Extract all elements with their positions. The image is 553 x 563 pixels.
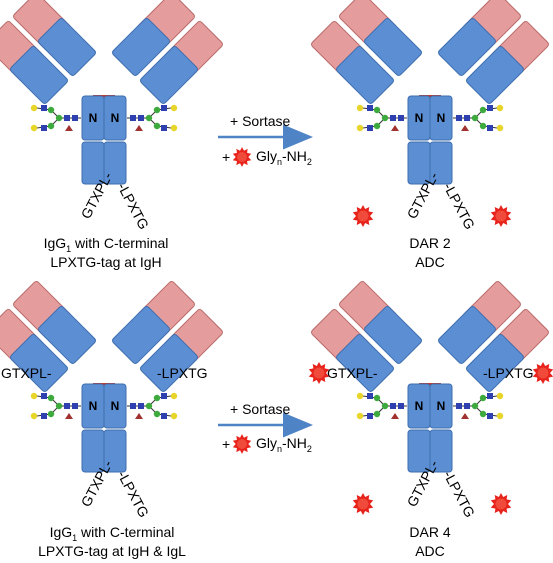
caption-top-right-line1: DAR 2 xyxy=(409,235,450,251)
glycan-chain-icon xyxy=(30,392,81,420)
n-glycosylation-label: N xyxy=(111,111,120,125)
glycan-chain-icon xyxy=(356,392,407,420)
heavy-chain-ch3-right xyxy=(103,141,127,185)
heavy-chain-ch3-right xyxy=(429,141,453,185)
n-glycosylation-label: N xyxy=(89,111,98,125)
heavy-chain-ch2-right xyxy=(429,95,453,141)
glycan-chain-icon xyxy=(453,104,504,132)
heavy-tag-right: -LPXTG xyxy=(114,468,152,520)
caption-top-right-line2: ADC xyxy=(415,254,445,270)
light-tag-right: -LPXTG xyxy=(483,365,534,381)
heavy-chain-ch1-right xyxy=(112,18,170,76)
heavy-chain-vh-left xyxy=(10,334,68,392)
heavy-chain-ch1-left xyxy=(38,306,96,364)
heavy-chain-vh-left xyxy=(336,46,394,104)
heavy-chain-vh-right xyxy=(140,46,198,104)
heavy-chain-ch2-right xyxy=(429,383,453,429)
heavy-chain-ch1-left xyxy=(364,306,422,364)
heavy-chain-ch2-right xyxy=(103,383,127,429)
reagent-label-bottom: Glyn-NH2 xyxy=(256,435,312,454)
plus-label-top: + xyxy=(222,149,230,165)
heavy-chain-vh-left xyxy=(336,334,394,392)
n-glycosylation-label: N xyxy=(437,399,446,413)
glycan-chain-icon xyxy=(30,104,81,132)
heavy-chain-ch3-right xyxy=(429,429,453,473)
heavy-chain-ch1-right xyxy=(438,306,496,364)
sortase-label-bottom: + Sortase xyxy=(230,401,291,417)
reaction-arrow-top: + Sortase + Glyn-NH2 xyxy=(218,113,313,167)
light-tag-left: GTXPL- xyxy=(327,365,378,381)
n-glycosylation-label: N xyxy=(415,399,424,413)
n-glycosylation-label: N xyxy=(437,111,446,125)
payload-heavy-left xyxy=(352,493,374,515)
payload-light-right xyxy=(532,362,553,384)
caption-bottom-right-line2: ADC xyxy=(415,543,445,559)
caption-bottom-right-line1: DAR 4 xyxy=(409,524,450,540)
heavy-chain-vh-right xyxy=(140,334,198,392)
heavy-chain-ch1-left xyxy=(364,18,422,76)
light-tag-right: -LPXTG xyxy=(157,365,208,381)
glycan-chain-icon xyxy=(453,392,504,420)
heavy-chain-ch1-left xyxy=(38,18,96,76)
reaction-arrow-bottom: + Sortase + Glyn-NH2 xyxy=(218,401,313,454)
payload-heavy-left xyxy=(352,205,374,227)
heavy-tag-right: -LPXTG xyxy=(114,180,152,232)
heavy-chain-ch1-right xyxy=(438,18,496,76)
heavy-tag-right: -LPXTG xyxy=(440,468,478,520)
plus-label-bottom: + xyxy=(222,436,230,452)
payload-heavy-right xyxy=(490,205,512,227)
sortase-label-top: + Sortase xyxy=(230,113,291,129)
reagent-label-top: Glyn-NH2 xyxy=(256,148,312,167)
heavy-chain-vh-right xyxy=(466,334,524,392)
caption-bottom-left-line2: LPXTG-tag at IgH & IgL xyxy=(38,543,186,559)
glycan-chain-icon xyxy=(127,104,178,132)
heavy-chain-vh-right xyxy=(466,46,524,104)
heavy-chain-vh-left xyxy=(10,46,68,104)
n-glycosylation-label: N xyxy=(415,111,424,125)
heavy-chain-ch1-right xyxy=(112,306,170,364)
heavy-chain-ch3-right xyxy=(103,429,127,473)
caption-bottom-left: IgG1 with C-terminal xyxy=(50,524,175,543)
n-glycosylation-label: N xyxy=(111,399,120,413)
heavy-tag-right: -LPXTG xyxy=(440,180,478,232)
caption-top-left-line2: LPXTG-tag at IgH xyxy=(50,254,161,270)
caption-top-left: IgG1 with C-terminal xyxy=(44,235,169,254)
light-tag-left: GTXPL- xyxy=(1,365,52,381)
glycan-chain-icon xyxy=(127,392,178,420)
heavy-chain-ch2-right xyxy=(103,95,127,141)
payload-heavy-right xyxy=(490,493,512,515)
glycan-chain-icon xyxy=(356,104,407,132)
n-glycosylation-label: N xyxy=(89,399,98,413)
